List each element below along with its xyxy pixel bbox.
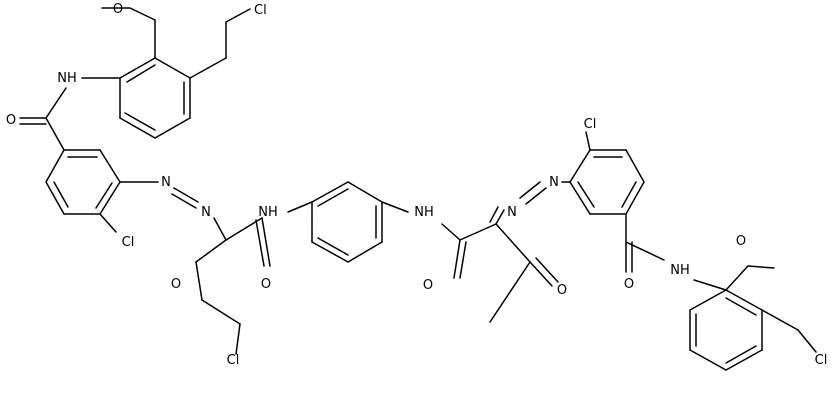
atom-label-azo-nitrogen: N — [201, 205, 211, 220]
atom-label-anilide-nh: NH — [258, 205, 278, 220]
atom-label-amide-oxygen: O — [624, 277, 634, 292]
atom-labels: O Cl NH O N N Cl NH NH N N Cl O O O O O … — [6, 0, 827, 368]
atom-label-methoxy-oxygen: O — [113, 2, 123, 17]
atom-label-ketone-oxygen: O — [171, 277, 181, 292]
atom-label-amide-oxygen: O — [261, 277, 271, 292]
atom-label-methoxy-oxygen: O — [736, 234, 746, 249]
atom-label-amide-oxygen: O — [6, 113, 16, 128]
atom-label-azo-nitrogen: N — [549, 175, 559, 190]
atom-label-amide-oxygen: O — [423, 278, 433, 293]
bond-lines — [19, 7, 817, 371]
atom-label-anilide-nh: NH — [414, 205, 434, 220]
atom-label-azo-nitrogen: N — [507, 205, 517, 220]
atom-label-chloromethyl-chlorine: Cl — [815, 353, 828, 368]
atom-label-ketone-oxygen: O — [557, 283, 567, 298]
atom-label-azo-nitrogen: N — [161, 175, 171, 190]
atom-label-amide-nh: NH — [670, 263, 690, 278]
atom-label-ring-chlorine: Cl — [584, 117, 597, 132]
atom-label-chloromethyl-chlorine: Cl — [254, 3, 267, 18]
atom-label-chloromethyl-chlorine: Cl — [227, 353, 240, 368]
atom-label-amide-nh: NH — [57, 71, 77, 86]
atom-label-ring-chlorine: Cl — [122, 235, 135, 250]
